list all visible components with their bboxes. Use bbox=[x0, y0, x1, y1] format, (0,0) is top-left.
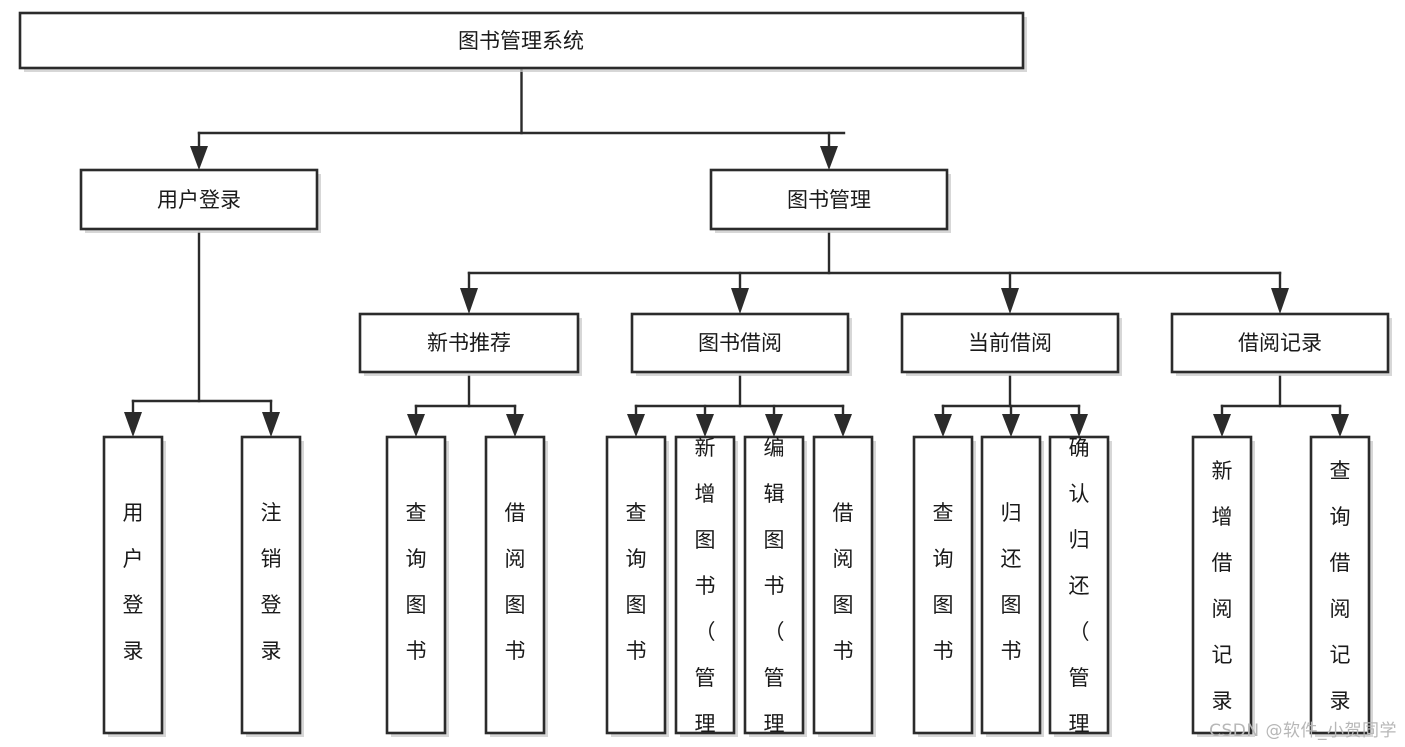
leaf-user-login-0[interactable]: 用户登录 bbox=[102, 435, 166, 737]
book-borrow-label: 图书借阅 bbox=[698, 331, 782, 355]
arrow-currentborrow-leaf-0 bbox=[934, 414, 952, 437]
root-box bbox=[18, 11, 1025, 70]
arrow-bookborrow-leaf-1 bbox=[696, 414, 714, 437]
arrow-bookborrow-leaf-3 bbox=[834, 414, 852, 437]
leaf-label: 归还图书 bbox=[1001, 501, 1022, 663]
arrow-newbook-leaf-1 bbox=[506, 414, 524, 437]
arrow-newbook-leaf-0 bbox=[407, 414, 425, 437]
node-user-login[interactable]: 用户登录 bbox=[79, 168, 321, 233]
arrow-currentborrow-leaf-2 bbox=[1070, 414, 1088, 437]
new-book-box bbox=[358, 312, 580, 374]
node-book-borrow[interactable]: 图书借阅 bbox=[630, 312, 852, 376]
root-label: 图书管理系统 bbox=[458, 29, 584, 53]
leaf-book-borrow-2[interactable]: 编辑图书（管理员） bbox=[743, 435, 807, 747]
leaf-box bbox=[1048, 435, 1110, 735]
node-book-manage[interactable]: 图书管理 bbox=[709, 168, 951, 233]
leaf-box bbox=[102, 435, 164, 735]
arrow-bookmanage-to-borrowrecord bbox=[1271, 288, 1289, 314]
csdn-watermark: CSDN @软件_小贺同学 bbox=[1209, 721, 1397, 741]
arrow-currentborrow-leaf-1 bbox=[1002, 414, 1020, 437]
node-borrow-record[interactable]: 借阅记录 bbox=[1170, 312, 1392, 376]
leaf-box bbox=[674, 435, 736, 735]
leaf-borrow-record-0[interactable]: 新增借阅记录 bbox=[1191, 435, 1255, 737]
book-manage-box bbox=[709, 168, 949, 231]
connector-layer bbox=[124, 66, 1349, 437]
leaf-label: 借阅图书 bbox=[505, 501, 526, 663]
leaf-box bbox=[605, 435, 667, 735]
node-new-book[interactable]: 新书推荐 bbox=[358, 312, 582, 376]
borrow-record-box bbox=[1170, 312, 1390, 374]
leaf-label: 查询图书 bbox=[626, 501, 647, 663]
leaf-box bbox=[240, 435, 302, 735]
node-current-borrow[interactable]: 当前借阅 bbox=[900, 312, 1122, 376]
leaf-new-book-0[interactable]: 查询图书 bbox=[385, 435, 449, 737]
arrow-bookborrow-leaf-0 bbox=[627, 414, 645, 437]
leaf-label: 注销登录 bbox=[261, 501, 282, 663]
leaf-box bbox=[484, 435, 546, 735]
leaf-label: 确认归还（管理员） bbox=[1069, 436, 1090, 747]
leaf-book-borrow-3[interactable]: 借阅图书 bbox=[812, 435, 876, 737]
arrow-userlogin-leaf-0 bbox=[124, 412, 142, 437]
arrow-bookmanage-to-newbook bbox=[460, 288, 478, 314]
leaf-box bbox=[1191, 435, 1253, 735]
arrow-borrowrecord-leaf-1 bbox=[1331, 414, 1349, 437]
arrow-bookmanage-to-bookborrow bbox=[731, 288, 749, 314]
leaf-box bbox=[912, 435, 974, 735]
arrow-root-to-book-manage bbox=[820, 146, 838, 170]
leaf-box bbox=[385, 435, 447, 735]
leaf-new-book-1[interactable]: 借阅图书 bbox=[484, 435, 548, 737]
leaf-label: 查询图书 bbox=[406, 501, 427, 663]
leaf-current-borrow-2[interactable]: 确认归还（管理员） bbox=[1048, 435, 1112, 747]
leaf-box bbox=[812, 435, 874, 735]
leaf-book-borrow-0[interactable]: 查询图书 bbox=[605, 435, 669, 737]
leaf-label: 编辑图书（管理员） bbox=[764, 436, 785, 747]
leaf-label: 新增图书（管理员） bbox=[695, 436, 716, 747]
current-borrow-box bbox=[900, 312, 1120, 374]
arrow-borrowrecord-leaf-0 bbox=[1213, 414, 1231, 437]
book-manage-label: 图书管理 bbox=[787, 188, 871, 212]
leaf-label: 用户登录 bbox=[123, 501, 144, 663]
arrow-bookborrow-leaf-2 bbox=[765, 414, 783, 437]
leaf-current-borrow-1[interactable]: 归还图书 bbox=[980, 435, 1044, 737]
user-login-box bbox=[79, 168, 319, 231]
user-login-label: 用户登录 bbox=[157, 188, 241, 212]
arrow-root-to-user-login bbox=[190, 146, 208, 170]
leaf-box bbox=[980, 435, 1042, 735]
leaf-label: 查询借阅记录 bbox=[1330, 459, 1351, 713]
borrow-record-label: 借阅记录 bbox=[1238, 331, 1322, 355]
arrow-userlogin-leaf-1 bbox=[262, 412, 280, 437]
leaf-borrow-record-1[interactable]: 查询借阅记录 bbox=[1309, 435, 1373, 737]
node-root[interactable]: 图书管理系统 bbox=[18, 11, 1027, 72]
book-borrow-box bbox=[630, 312, 850, 374]
new-book-label: 新书推荐 bbox=[427, 331, 511, 355]
leaf-label: 查询图书 bbox=[933, 501, 954, 663]
leaf-book-borrow-1[interactable]: 新增图书（管理员） bbox=[674, 435, 738, 747]
leaf-box bbox=[743, 435, 805, 735]
arrow-bookmanage-to-currentborrow bbox=[1001, 288, 1019, 314]
leaf-label: 借阅图书 bbox=[833, 501, 854, 663]
leaf-box bbox=[1309, 435, 1371, 735]
leaf-current-borrow-0[interactable]: 查询图书 bbox=[912, 435, 976, 737]
leaf-user-login-1[interactable]: 注销登录 bbox=[240, 435, 304, 737]
leaf-label: 新增借阅记录 bbox=[1212, 459, 1233, 713]
current-borrow-label: 当前借阅 bbox=[968, 331, 1052, 355]
